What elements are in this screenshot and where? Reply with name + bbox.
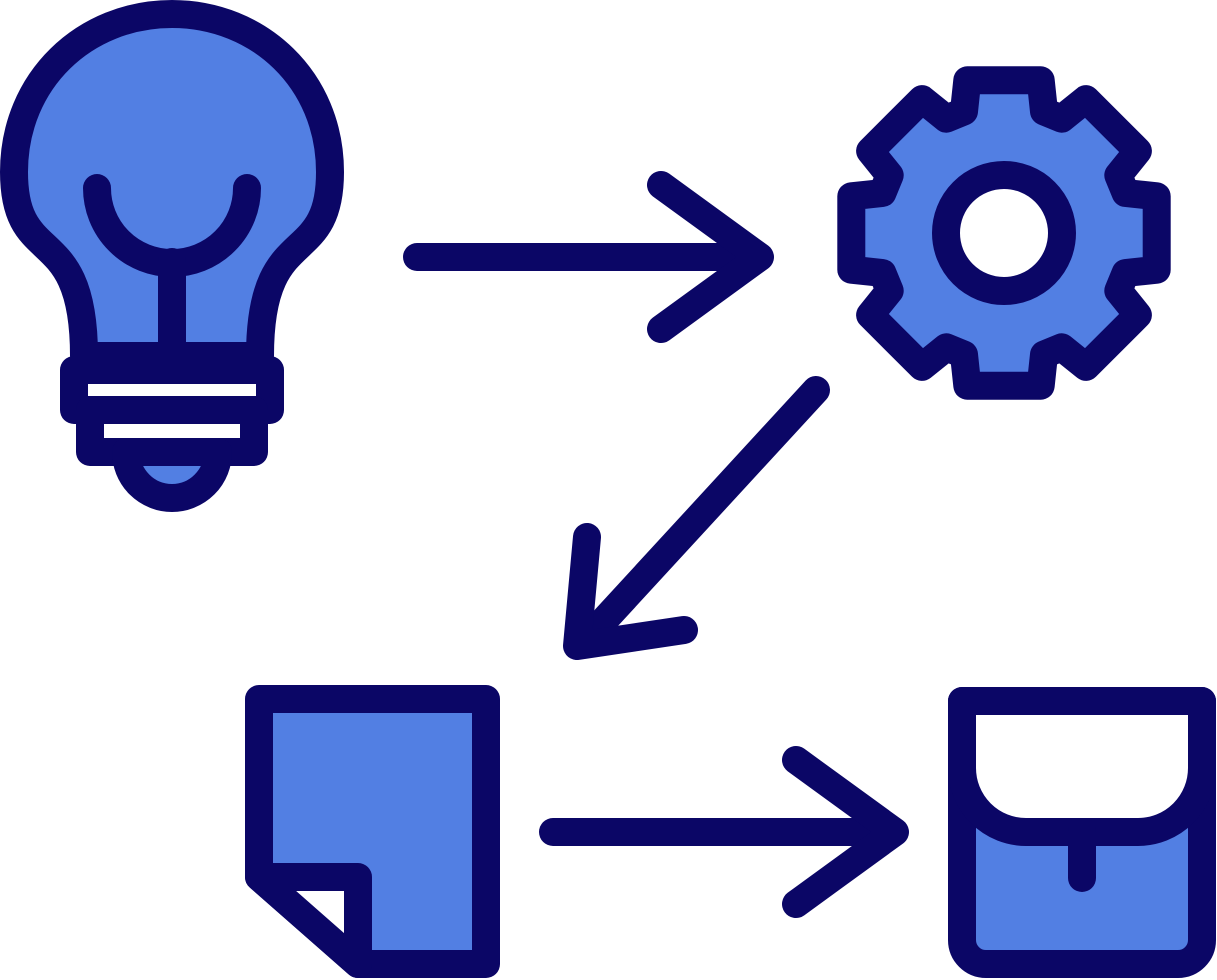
arrow-right-icon	[403, 171, 774, 343]
arrow-right-icon	[539, 746, 909, 918]
lightbulb-icon	[0, 0, 344, 512]
gear-icon	[837, 66, 1171, 400]
arrow-down-left-icon	[563, 376, 830, 660]
document-icon	[245, 685, 500, 978]
pocket-icon	[948, 687, 1216, 978]
